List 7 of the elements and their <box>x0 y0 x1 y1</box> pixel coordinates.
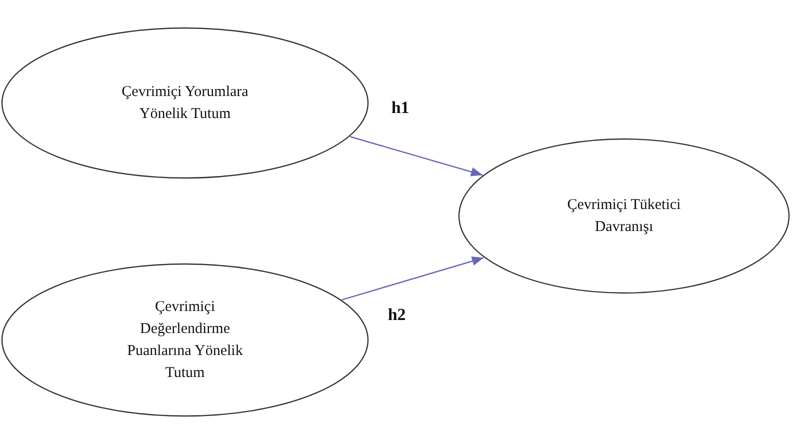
arrow <box>350 136 483 176</box>
node-label: Çevrimiçi Yorumlara Yönelik Tutum <box>120 83 250 124</box>
node-label: Çevrimiçi Tüketici Davranışı <box>566 196 682 237</box>
edge-label: h2 <box>388 304 406 325</box>
node-label: Çevrimiçi Değerlendirme Puanlarına Yönelik Tutum <box>126 298 244 383</box>
arrow <box>342 256 484 300</box>
edge-label: h1 <box>391 98 410 118</box>
